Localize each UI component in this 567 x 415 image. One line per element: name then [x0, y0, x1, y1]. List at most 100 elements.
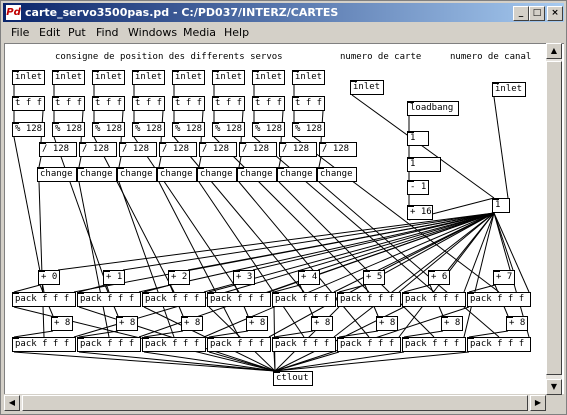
patch-cord[interactable]	[463, 212, 495, 338]
divide-128-4[interactable]: / 128	[159, 142, 197, 157]
plus-8-7[interactable]: + 8	[441, 316, 463, 331]
trigger-t-f-f-6[interactable]: t f f	[212, 96, 245, 111]
horizontal-scroll-thumb[interactable]	[22, 395, 528, 411]
adder-plus-2[interactable]: + 2	[168, 270, 190, 285]
patch-cord[interactable]	[133, 136, 240, 293]
patch-cord[interactable]	[158, 181, 240, 338]
patch-cord[interactable]	[238, 181, 370, 338]
scroll-up-button[interactable]: ▲	[546, 43, 562, 59]
patch-cord[interactable]	[187, 212, 495, 271]
patch-cord[interactable]	[273, 330, 314, 338]
pack-f-f-f-row2-4[interactable]: pack f f f	[207, 337, 271, 352]
channel-inlet[interactable]: inlet	[492, 82, 526, 97]
servo-inlet-6[interactable]: inlet	[212, 70, 245, 85]
patch-cord[interactable]	[382, 212, 495, 271]
pack-f-f-f-row1-2[interactable]: pack f f f	[77, 292, 141, 307]
adder-plus-3[interactable]: + 3	[233, 270, 255, 285]
patch-cord[interactable]	[57, 212, 495, 271]
change-6[interactable]: change	[237, 167, 277, 182]
menu-find[interactable]: Find	[96, 26, 119, 39]
vertical-scrollbar[interactable]: ▲ ▼	[546, 43, 562, 395]
patch-cord[interactable]	[238, 156, 242, 168]
divide-128-5[interactable]: / 128	[199, 142, 237, 157]
trigger-t-f-f-7[interactable]: t f f	[252, 96, 285, 111]
patch-cord[interactable]	[278, 181, 435, 338]
patch-cord[interactable]	[143, 284, 171, 293]
patch-cord[interactable]	[253, 136, 435, 293]
patch-cord[interactable]	[122, 212, 495, 271]
patch-cord[interactable]	[198, 181, 305, 338]
adder-plus-4[interactable]: + 4	[298, 270, 320, 285]
change-7[interactable]: change	[277, 167, 317, 182]
pack-f-f-f-row2-6[interactable]: pack f f f	[337, 337, 401, 352]
adder-plus-6[interactable]: + 6	[428, 270, 450, 285]
patch-cord[interactable]	[143, 330, 184, 338]
patch-cord[interactable]	[274, 351, 405, 372]
modulo-128-4[interactable]: % 128	[132, 122, 165, 137]
loadbang[interactable]: loadbang	[407, 101, 459, 116]
trigger-t-f-f-8[interactable]: t f f	[292, 96, 325, 111]
number-box-1[interactable]: 1	[407, 157, 441, 172]
menu-help[interactable]: Help	[224, 26, 250, 39]
modulo-128-8[interactable]: % 128	[292, 122, 325, 137]
ctlout[interactable]: ctlout	[273, 371, 313, 386]
divide-128-2[interactable]: / 128	[79, 142, 117, 157]
pack-f-f-f-row2-2[interactable]: pack f f f	[77, 337, 141, 352]
trigger-t-f-f-2[interactable]: t f f	[52, 96, 85, 111]
divide-128-6[interactable]: / 128	[239, 142, 277, 157]
change-5[interactable]: change	[197, 167, 237, 182]
modulo-128-2[interactable]: % 128	[52, 122, 85, 137]
patch-cord[interactable]	[468, 284, 496, 293]
patch-cord[interactable]	[173, 136, 305, 293]
patch-canvas[interactable]: consigne de position des differents serv…	[4, 43, 564, 394]
patch-cord[interactable]	[447, 212, 495, 271]
modulo-128-1[interactable]: % 128	[12, 122, 45, 137]
horizontal-scrollbar[interactable]: ◀ ▶	[4, 395, 546, 411]
plus-8-1[interactable]: + 8	[51, 316, 73, 331]
plus-8-3[interactable]: + 8	[181, 316, 203, 331]
patch-cord[interactable]	[38, 156, 42, 168]
plus-8-2[interactable]: + 8	[116, 316, 138, 331]
patch-cord[interactable]	[493, 96, 509, 199]
patch-cord[interactable]	[78, 284, 106, 293]
patch-cord[interactable]	[158, 156, 162, 168]
patch-cord[interactable]	[274, 351, 470, 372]
close-button[interactable]: ×	[547, 6, 563, 21]
pack-f-f-f-row1-3[interactable]: pack f f f	[142, 292, 206, 307]
change-4[interactable]: change	[157, 167, 197, 182]
adder-plus-1[interactable]: + 1	[103, 270, 125, 285]
patch-cord[interactable]	[13, 351, 276, 372]
patch-cord[interactable]	[53, 136, 110, 293]
pack-f-f-f-row1-7[interactable]: pack f f f	[402, 292, 466, 307]
adder-plus-5[interactable]: + 5	[363, 270, 385, 285]
pack-f-f-f-row2-7[interactable]: pack f f f	[402, 337, 466, 352]
patch-cord[interactable]	[78, 181, 110, 338]
change-3[interactable]: change	[117, 167, 157, 182]
servo-inlet-4[interactable]: inlet	[132, 70, 165, 85]
plus-8-6[interactable]: + 8	[376, 316, 398, 331]
patch-cord[interactable]	[208, 284, 236, 293]
pack-f-f-f-row1-1[interactable]: pack f f f	[12, 292, 76, 307]
servo-inlet-8[interactable]: inlet	[292, 70, 325, 85]
menu-file[interactable]: File	[11, 26, 30, 39]
plus-8-5[interactable]: + 8	[311, 316, 333, 331]
message-1[interactable]: 1	[407, 131, 429, 146]
patch-cord[interactable]	[138, 212, 495, 293]
modulo-128-3[interactable]: % 128	[92, 122, 125, 137]
patch-cord[interactable]	[293, 136, 500, 293]
minimize-button[interactable]: _	[513, 6, 529, 21]
patch-cord[interactable]	[317, 212, 495, 271]
servo-inlet-1[interactable]: inlet	[12, 70, 45, 85]
plus-8-4[interactable]: + 8	[246, 316, 268, 331]
servo-inlet-2[interactable]: inlet	[52, 70, 85, 85]
patch-cord[interactable]	[338, 284, 366, 293]
patch-cord[interactable]	[403, 284, 431, 293]
modulo-128-6[interactable]: % 128	[212, 122, 245, 137]
title-bar[interactable]: Pd carte_servo3500pas.pd - C:/PD037/INTE…	[3, 3, 564, 22]
servo-inlet-5[interactable]: inlet	[172, 70, 205, 85]
maximize-button[interactable]: □	[529, 6, 545, 21]
patch-cord[interactable]	[403, 330, 444, 338]
menu-put[interactable]: Put	[68, 26, 86, 39]
vertical-scroll-thumb[interactable]	[546, 61, 562, 375]
patch-cord[interactable]	[351, 94, 495, 199]
